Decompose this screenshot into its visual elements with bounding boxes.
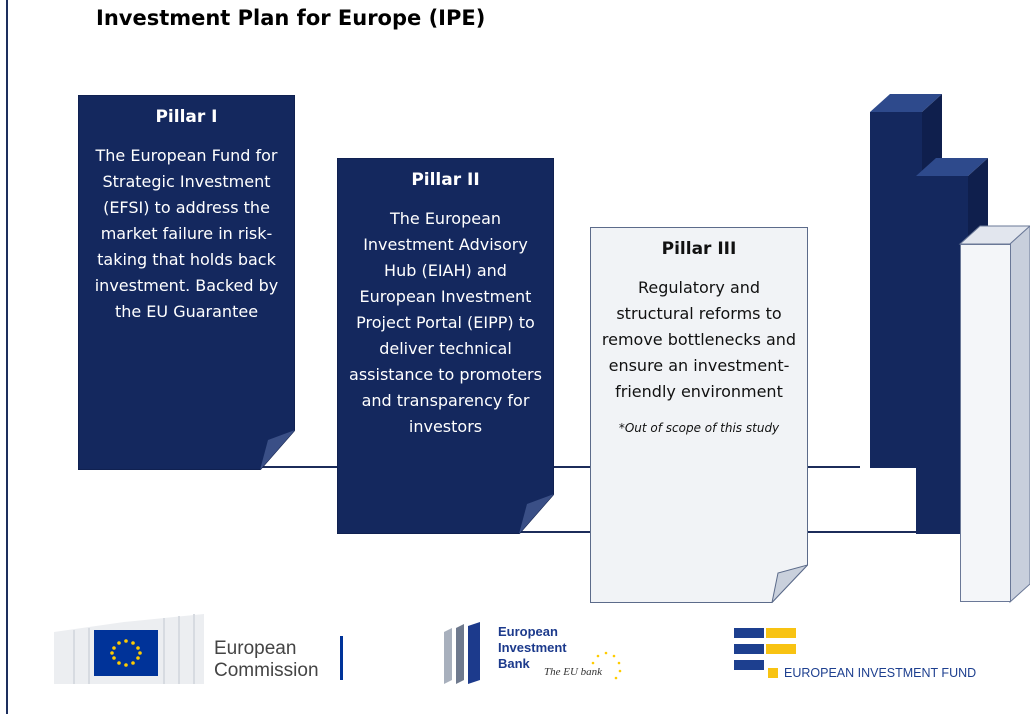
pillar-1-title: Pillar I [155,107,218,127]
pillar-3-note: *Out of scope of this study [600,421,798,435]
european-commission-logo: European Commission [54,604,354,684]
bar-columns-graphic [870,94,1030,604]
pillar-3-title: Pillar III [661,239,737,259]
eif-name: EUROPEAN INVESTMENT FUND [784,666,977,680]
commission-name-line-1: European [214,638,297,659]
pillar-3-note-text: Out of scope of this study [624,421,780,435]
pillar-1-description: The European Fund for Strategic Investme… [94,146,279,321]
eu-stars [110,639,142,667]
commission-building-icon [54,614,204,684]
pillar-1-shape [78,95,295,470]
eif-mark-icon [734,628,796,670]
pillar-3-description: Regulatory and structural reforms to rem… [601,278,797,401]
eib-columns-icon [444,622,480,684]
pillar-2-card: Pillar II The European Investment Adviso… [337,158,554,534]
pillar-3-shape [590,227,808,603]
pillar-2-shape [337,158,554,534]
pillar-3-card: Pillar III Regulatory and structural ref… [590,227,808,603]
left-border-line [6,0,8,714]
eib-star-dots-icon [591,651,622,680]
page-title: Investment Plan for Europe (IPE) [96,6,486,30]
eif-logo: EUROPEAN INVESTMENT FUND [732,626,1022,686]
connector-line-upper [260,466,860,468]
commission-name-line-2: Commission [214,660,319,681]
pillar-2-description: The European Investment Advisory Hub (EI… [349,209,542,436]
eib-name-line-1: European [498,624,558,639]
pillar-2-title: Pillar II [411,170,480,190]
eib-name-line-3: Bank [498,656,530,671]
eib-logo: European Investment Bank The EU bank [440,622,640,692]
pillar-3-note-mark: * [618,421,625,435]
bar-column-light [958,225,1030,604]
pillar-1-card: Pillar I The European Fund for Strategic… [78,95,295,470]
eib-tagline: The EU bank [544,666,603,678]
commission-divider [340,636,343,680]
eif-bullet [768,668,778,678]
eib-name-line-2: Investment [498,640,567,655]
